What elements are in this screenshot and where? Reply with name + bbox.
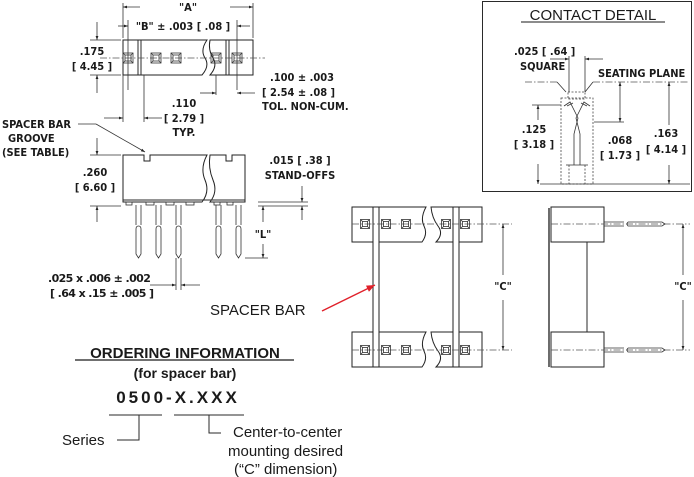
top-body-left <box>122 39 208 76</box>
ordering-information: ORDERING INFORMATION (for spacer bar) 05… <box>62 345 343 477</box>
side-height-in: .260 <box>83 166 108 179</box>
square-label: SQUARE <box>520 60 566 73</box>
top-height-in: .175 <box>80 45 105 58</box>
dim-c-front: "C" <box>494 280 512 293</box>
groove-label-1: SPACER BAR <box>2 118 71 131</box>
top-height-mm: [ 4.45 ] <box>72 60 112 73</box>
depth-mm: [ 3.18 ] <box>514 138 554 151</box>
dim-c-side: "C" <box>674 280 692 293</box>
series-label: Series <box>62 432 105 449</box>
pin-size-in: .025 x .006 ± .002 <box>48 272 150 285</box>
side-body-right <box>208 154 246 203</box>
top-view: "A" "B" ± .003 [ .08 ] .175 [ 4.45 ] .10… <box>72 1 349 139</box>
total-mm: [ 4.14 ] <box>646 143 686 156</box>
contact-detail: CONTACT DETAIL .025 [ .64 ] SQUARE SEATI… <box>482 1 692 192</box>
pin-size-mm: [ .64 x .15 ± .005 ] <box>50 287 154 300</box>
mount-line-2: mounting desired <box>228 443 343 460</box>
pitch-note: TOL. NON-CUM. <box>262 100 349 113</box>
side-height-mm: [ 6.60 ] <box>75 181 115 194</box>
ordering-title: ORDERING INFORMATION <box>90 345 280 362</box>
top-body-right <box>208 39 254 76</box>
standoff-in: .015 [ .38 ] <box>269 154 330 167</box>
spacer-bar-label: SPACER BAR <box>210 302 306 319</box>
offset-note: TYP. <box>173 126 196 139</box>
standoff-label: STAND-OFFS <box>265 169 336 182</box>
groove-label-3: (SEE TABLE) <box>2 146 69 159</box>
pitch-mm: [ 2.54 ± .08 ] <box>262 86 335 99</box>
red-leader-arrow <box>321 284 376 312</box>
pins <box>135 205 242 259</box>
mount-line-3: (“C” dimension) <box>234 461 337 477</box>
dim-a-label: "A" <box>179 1 197 14</box>
pitch-in: .100 ± .003 <box>270 71 334 84</box>
offset-mm: [ 2.79 ] <box>164 112 204 125</box>
dim-l-label: "L" <box>255 228 272 241</box>
mount-line-1: Center-to-center <box>233 424 342 441</box>
dim-b-label: "B" ± .003 [ .08 ] <box>136 20 230 33</box>
offset-in: .110 <box>172 97 197 110</box>
assembly-side-view: "C" <box>548 206 692 368</box>
depth-in: .125 <box>522 123 547 136</box>
part-number: 0500-X.XXX <box>116 388 240 407</box>
groove-label-2: GROOVE <box>8 132 55 145</box>
contact-mm: [ 1.73 ] <box>600 149 640 162</box>
side-view: SPACER BAR GROOVE (SEE TABLE) .260 [ 6.6… <box>2 118 335 300</box>
contact-detail-title: CONTACT DETAIL <box>530 7 657 24</box>
ordering-subtitle: (for spacer bar) <box>134 365 237 381</box>
total-in: .163 <box>654 127 679 140</box>
contact-detail-frame <box>482 1 692 192</box>
seating-plane-label: SEATING PLANE <box>598 67 685 80</box>
spacer-bar-right <box>452 206 460 368</box>
square-in: .025 [ .64 ] <box>514 45 575 58</box>
assembly-front-view: "C" SPACER BAR <box>210 206 512 368</box>
spacer-bar-left <box>372 206 380 368</box>
contact-in: .068 <box>608 134 633 147</box>
side-body-left <box>122 154 208 203</box>
